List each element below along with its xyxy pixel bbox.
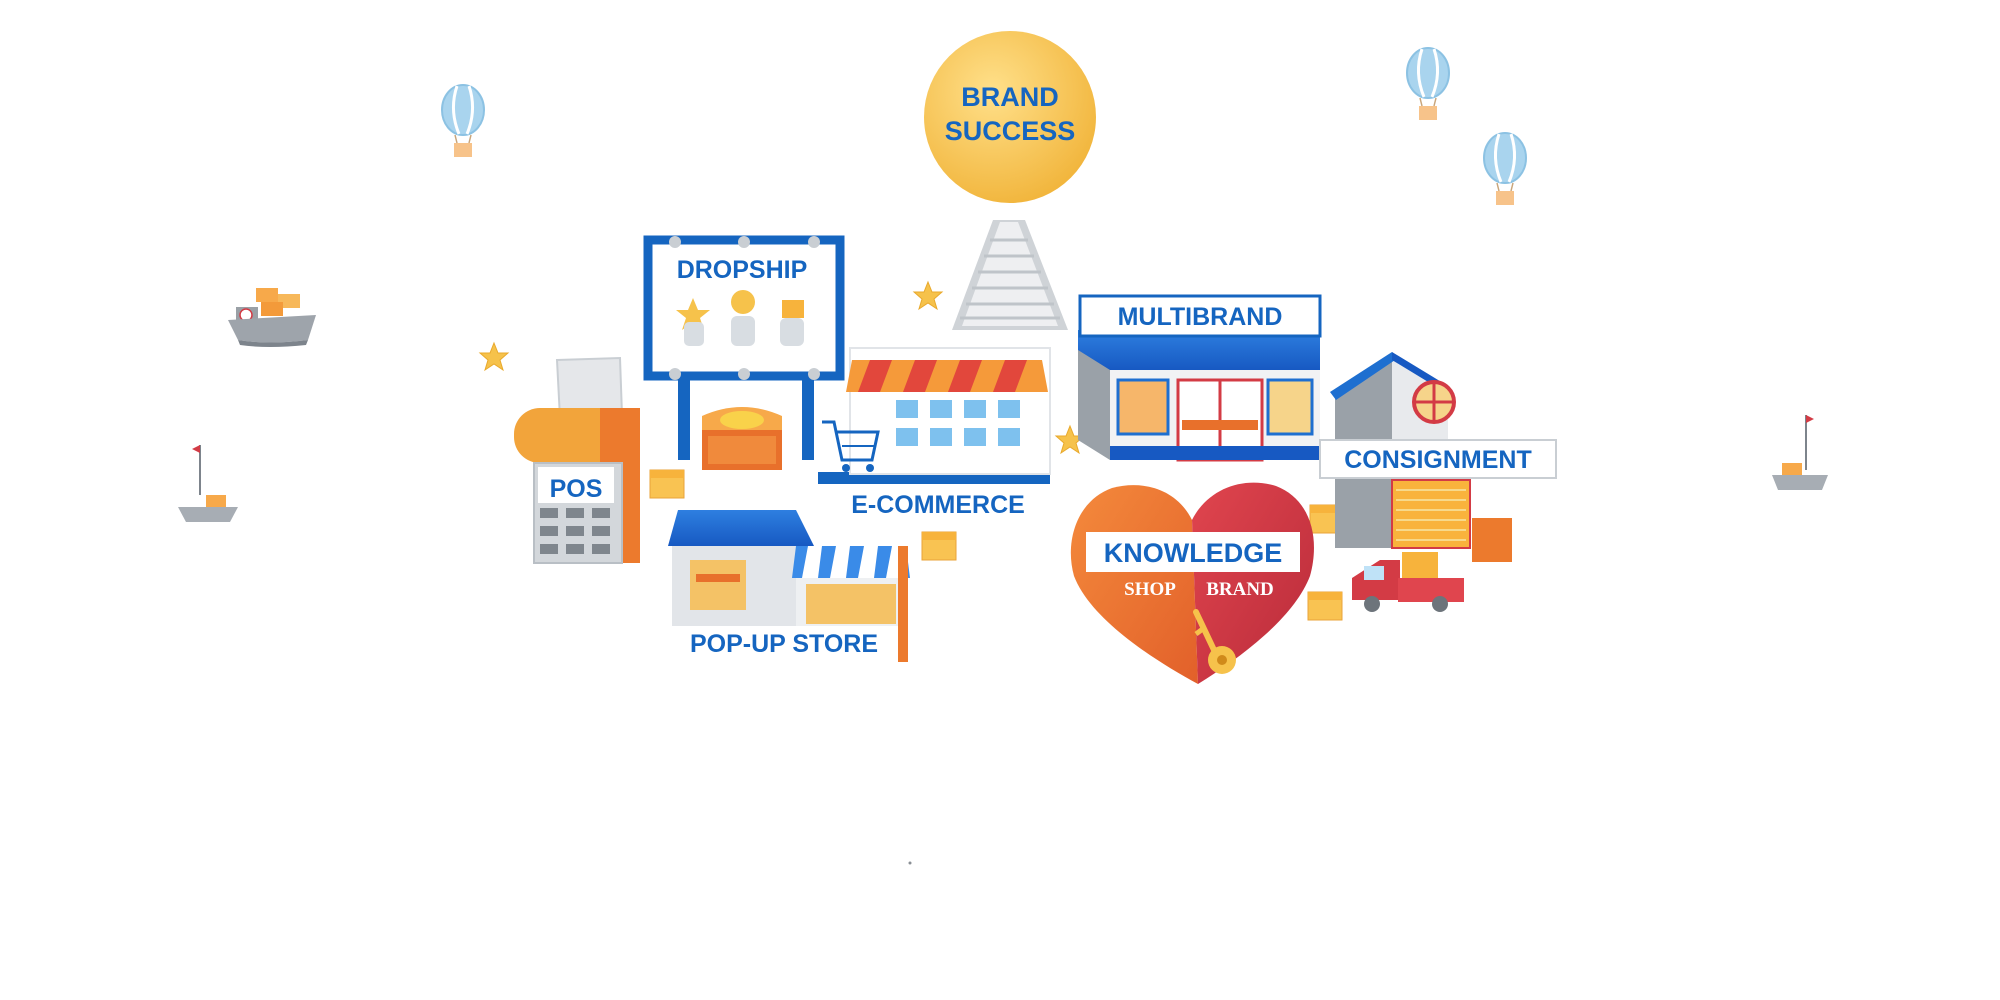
staircase-icon [952, 220, 1068, 330]
hot-air-balloon-icon [1483, 132, 1527, 205]
brand-success-line1: BRAND [961, 82, 1059, 112]
knowledge-label: KNOWLEDGE [1104, 538, 1283, 568]
multibrand-label: MULTIBRAND [1118, 303, 1283, 331]
consignment-warehouse: CONSIGNMENT [1319, 352, 1557, 562]
shopping-cart-icon [822, 420, 880, 472]
multibrand-store: MULTIBRAND [1078, 294, 1322, 462]
dropship-billboard: DROPSHIP [643, 235, 845, 460]
hot-air-balloon-icon [1406, 47, 1450, 120]
hot-air-balloon-icon [441, 84, 485, 157]
shop-label: SHOP [1124, 579, 1176, 600]
dot-marker [908, 861, 912, 865]
popup-store: POP-UP STORE [668, 510, 910, 662]
sailboat-icon [1772, 415, 1828, 490]
pos-terminal: POS [514, 356, 640, 564]
box-icon [921, 531, 957, 561]
pos-label: POS [550, 475, 603, 503]
delivery-truck-icon [1352, 552, 1464, 612]
dropship-label: DROPSHIP [677, 256, 808, 284]
brand-label: BRAND [1206, 579, 1274, 600]
popup-store-label: POP-UP STORE [690, 630, 878, 658]
star-icon [479, 342, 509, 371]
people-icon [676, 290, 804, 346]
ecommerce-store: E-COMMERCE [818, 347, 1051, 519]
star-icon [913, 281, 943, 310]
box-icon [1307, 591, 1343, 621]
cargo-ship-icon [228, 288, 316, 347]
knowledge-heart: KNOWLEDGE SHOP BRAND [1070, 482, 1314, 684]
consignment-label: CONSIGNMENT [1344, 446, 1532, 474]
sailboat-icon [178, 445, 238, 522]
brand-success-line2: SUCCESS [945, 116, 1076, 146]
treasure-chest-icon [702, 407, 782, 470]
ecommerce-label: E-COMMERCE [851, 491, 1025, 519]
box-icon [649, 469, 685, 499]
key-icon [1193, 609, 1236, 674]
brand-success-circle: BRAND SUCCESS [924, 31, 1096, 203]
